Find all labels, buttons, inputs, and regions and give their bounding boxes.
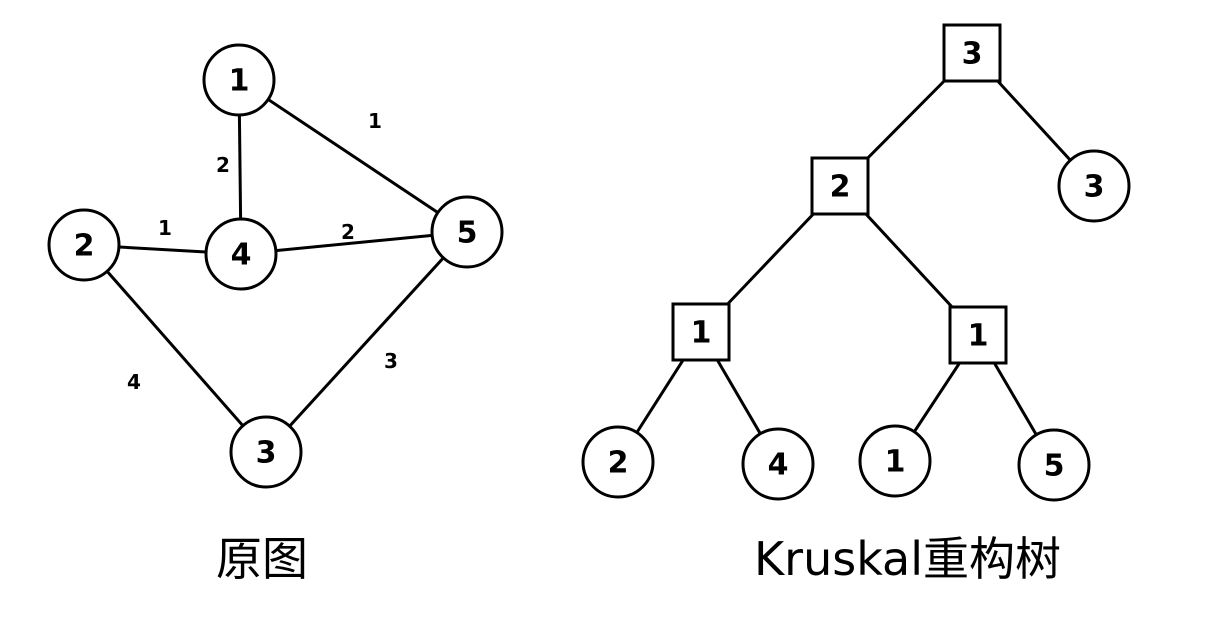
edge-weight-label: 1 — [158, 216, 172, 240]
graph-node-circle — [430, 195, 504, 269]
kruskal-tree-caption: Kruskal重构树 — [754, 532, 1061, 586]
tree-node-circle — [1017, 428, 1091, 502]
tree-node-square — [948, 305, 1008, 365]
graph-node-label: 2 — [74, 229, 95, 264]
original-graph-edges — [82, 78, 469, 454]
graph-node-circle — [229, 415, 303, 489]
tree-node-label: 2 — [830, 170, 851, 205]
tree-node-label: 4 — [768, 448, 789, 483]
original-graph-weights: 2 1 1 2 4 3 — [127, 109, 398, 394]
graph-node: 2 — [47, 208, 121, 282]
tree-internal-node: 1 — [671, 302, 731, 362]
tree-leaf-node: 5 — [1017, 428, 1091, 502]
tree-node-circle — [1057, 149, 1131, 223]
graph-node-label: 3 — [256, 436, 277, 471]
tree-node-square — [810, 156, 870, 216]
graph-node: 1 — [202, 43, 276, 117]
original-graph-caption: 原图 — [216, 532, 308, 586]
graph-edge — [82, 243, 268, 454]
graph-node-circle — [47, 208, 121, 282]
graph-node: 4 — [204, 217, 278, 291]
tree-node-circle — [741, 427, 815, 501]
graph-node: 3 — [229, 415, 303, 489]
tree-node-label: 3 — [1084, 170, 1105, 205]
tree-leaf-node: 3 — [1057, 149, 1131, 223]
original-graph-nodes: 1 2 3 4 5 — [47, 43, 504, 489]
kruskal-tree-nodes: 3 2 3 1 1 2 4 1 5 — [581, 23, 1131, 502]
tree-node-label: 5 — [1044, 449, 1065, 484]
graph-edge — [237, 78, 469, 234]
graph-edge — [264, 230, 469, 454]
tree-node-label: 1 — [691, 316, 712, 351]
edge-weight-label: 2 — [341, 220, 355, 244]
tree-internal-node: 1 — [948, 305, 1008, 365]
tree-internal-node: 3 — [942, 23, 1002, 83]
graph-edge — [239, 230, 469, 256]
graph-node-label: 4 — [231, 238, 252, 273]
tree-node-square — [671, 302, 731, 362]
tree-node-label: 1 — [885, 445, 906, 480]
tree-node-square — [942, 23, 1002, 83]
tree-node-circle — [858, 424, 932, 498]
tree-leaf-node: 4 — [741, 427, 815, 501]
tree-leaf-node: 2 — [581, 425, 655, 499]
tree-node-circle — [581, 425, 655, 499]
edge-weight-label: 4 — [127, 370, 141, 394]
tree-leaf-node: 1 — [858, 424, 932, 498]
kruskal-tree-edges — [616, 51, 1096, 467]
tree-node-label: 3 — [962, 37, 983, 72]
tree-node-label: 2 — [608, 446, 629, 481]
graph-node-label: 1 — [229, 64, 250, 99]
tree-internal-node: 2 — [810, 156, 870, 216]
graph-node-label: 5 — [457, 216, 478, 251]
tree-node-label: 1 — [968, 319, 989, 354]
graph-node-circle — [204, 217, 278, 291]
graph-node-circle — [202, 43, 276, 117]
graph-node: 5 — [430, 195, 504, 269]
edge-weight-label: 3 — [384, 349, 398, 373]
edge-weight-label: 2 — [216, 153, 230, 177]
edge-weight-label: 1 — [368, 109, 382, 133]
